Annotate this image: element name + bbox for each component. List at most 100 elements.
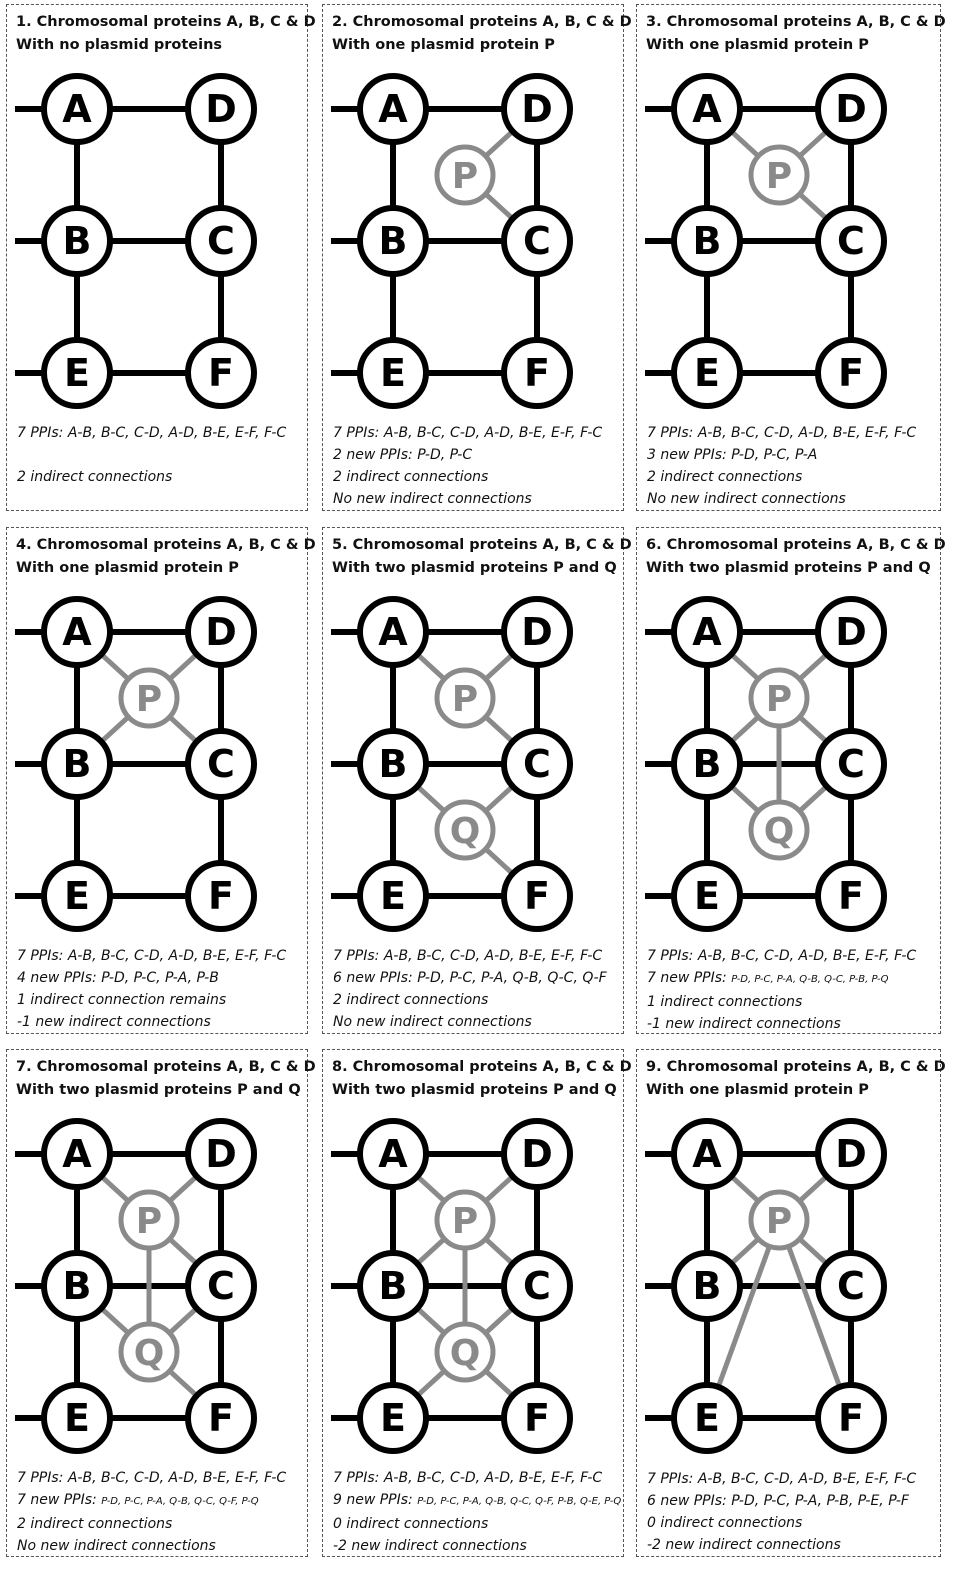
note-text: No new indirect connections bbox=[333, 1014, 532, 1030]
node-label: F bbox=[524, 351, 550, 395]
note-line: 7 PPIs: A-B, B-C, C-D, A-D, B-E, E-F, F-… bbox=[647, 1468, 916, 1490]
note-line: 7 PPIs: A-B, B-C, C-D, A-D, B-E, E-F, F-… bbox=[333, 945, 607, 967]
note-line: 1 indirect connections bbox=[647, 991, 916, 1013]
note-line: 7 PPIs: A-B, B-C, C-D, A-D, B-E, E-F, F-… bbox=[333, 422, 602, 444]
note-text: 7 PPIs: A-B, B-C, C-D, A-D, B-E, E-F, F-… bbox=[647, 1471, 917, 1487]
panel-title-line-1: 7. Chromosomal proteins A, B, C & D bbox=[16, 1059, 316, 1075]
node-B: B bbox=[41, 728, 113, 800]
node-label: C bbox=[523, 219, 551, 263]
node-label: E bbox=[694, 1396, 720, 1440]
note-small-text: P-D, P-C, P-A, Q-B, Q-C, P-B, P-Q bbox=[731, 974, 889, 985]
note-small-text: P-D, P-C, P-A, Q-B, Q-C, Q-F, P-B, Q-E, … bbox=[417, 1496, 622, 1507]
node-label: C bbox=[523, 742, 551, 786]
panel-title-line-1: 1. Chromosomal proteins A, B, C & D bbox=[16, 14, 316, 30]
node-circle bbox=[41, 337, 113, 409]
node-circle bbox=[357, 1250, 429, 1322]
note-text: No new indirect connections bbox=[17, 1538, 216, 1554]
node-circle bbox=[815, 728, 887, 800]
node-label: C bbox=[207, 219, 235, 263]
node-C: C bbox=[815, 728, 887, 800]
plasmid-node-P: P bbox=[118, 1189, 180, 1251]
node-circle bbox=[815, 596, 887, 668]
node-circle bbox=[671, 728, 743, 800]
plasmid-node-P: P bbox=[434, 1189, 496, 1251]
plasmid-node-Q: Q bbox=[434, 799, 496, 861]
node-circle bbox=[671, 860, 743, 932]
panel-title-line-2: With two plasmid proteins P and Q bbox=[646, 560, 931, 576]
node-label: D bbox=[205, 1132, 237, 1176]
note-text: 2 indirect connections bbox=[17, 469, 173, 485]
panel-title-line-1: 9. Chromosomal proteins A, B, C & D bbox=[646, 1059, 946, 1075]
panel-title-line-2: With one plasmid protein P bbox=[332, 37, 555, 53]
node-F: F bbox=[185, 337, 257, 409]
node-F: F bbox=[501, 1382, 573, 1454]
node-label: F bbox=[208, 1396, 234, 1440]
panel-notes: 7 PPIs: A-B, B-C, C-D, A-D, B-E, E-F, F-… bbox=[17, 422, 286, 488]
panel-title-line-2: With one plasmid protein P bbox=[16, 560, 239, 576]
node-label: C bbox=[837, 219, 865, 263]
node-label: A bbox=[378, 1132, 408, 1176]
node-A: A bbox=[357, 1118, 429, 1190]
note-line: No new indirect connections bbox=[333, 488, 602, 510]
plasmid-node-label: Q bbox=[450, 811, 481, 852]
node-F: F bbox=[185, 1382, 257, 1454]
node-E: E bbox=[41, 337, 113, 409]
node-label: C bbox=[837, 1264, 865, 1308]
node-label: F bbox=[838, 874, 864, 918]
node-A: A bbox=[41, 596, 113, 668]
panel-title: 9. Chromosomal proteins A, B, C & D With … bbox=[646, 1056, 946, 1102]
plasmid-node-Q: Q bbox=[434, 1321, 496, 1383]
node-circle bbox=[357, 596, 429, 668]
note-line: 7 PPIs: A-B, B-C, C-D, A-D, B-E, E-F, F-… bbox=[17, 945, 286, 967]
note-text: No new indirect connections bbox=[333, 491, 532, 507]
note-line: 7 PPIs: A-B, B-C, C-D, A-D, B-E, E-F, F-… bbox=[647, 422, 916, 444]
node-B: B bbox=[41, 1250, 113, 1322]
node-label: E bbox=[694, 351, 720, 395]
note-line: No new indirect connections bbox=[647, 488, 916, 510]
node-label: C bbox=[837, 742, 865, 786]
note-line: 2 indirect connections bbox=[333, 989, 607, 1011]
node-label: D bbox=[521, 610, 553, 654]
note-text: 7 PPIs: A-B, B-C, C-D, A-D, B-E, E-F, F-… bbox=[647, 948, 917, 964]
note-line: 7 new PPIs: P-D, P-C, P-A, Q-B, Q-C, P-B… bbox=[647, 967, 916, 991]
plasmid-node-circle bbox=[434, 799, 496, 861]
node-circle bbox=[501, 73, 573, 145]
node-circle bbox=[41, 205, 113, 277]
plasmid-node-circle bbox=[748, 1189, 810, 1251]
node-label: C bbox=[207, 742, 235, 786]
node-circle bbox=[185, 728, 257, 800]
node-F: F bbox=[185, 860, 257, 932]
node-circle bbox=[671, 205, 743, 277]
plasmid-node-label: Q bbox=[764, 811, 795, 852]
node-F: F bbox=[815, 337, 887, 409]
node-D: D bbox=[815, 73, 887, 145]
node-label: F bbox=[208, 351, 234, 395]
plasmid-node-circle bbox=[434, 1189, 496, 1251]
note-line: 7 PPIs: A-B, B-C, C-D, A-D, B-E, E-F, F-… bbox=[647, 945, 916, 967]
node-A: A bbox=[671, 596, 743, 668]
panel-title-line-2: With one plasmid protein P bbox=[646, 1082, 869, 1098]
node-circle bbox=[185, 596, 257, 668]
note-text: 7 new PPIs: bbox=[647, 970, 732, 986]
node-circle bbox=[815, 1382, 887, 1454]
node-label: F bbox=[524, 1396, 550, 1440]
node-C: C bbox=[185, 728, 257, 800]
node-circle bbox=[671, 1118, 743, 1190]
note-text: -2 new indirect connections bbox=[647, 1537, 841, 1553]
note-line: 3 new PPIs: P-D, P-C, P-A bbox=[647, 444, 916, 466]
node-circle bbox=[185, 337, 257, 409]
note-line: 7 PPIs: A-B, B-C, C-D, A-D, B-E, E-F, F-… bbox=[17, 422, 286, 444]
panel-title-line-2: With two plasmid proteins P and Q bbox=[332, 1082, 617, 1098]
panel-notes: 7 PPIs: A-B, B-C, C-D, A-D, B-E, E-F, F-… bbox=[647, 422, 916, 510]
node-C: C bbox=[501, 728, 573, 800]
panel-notes: 7 PPIs: A-B, B-C, C-D, A-D, B-E, E-F, F-… bbox=[333, 422, 602, 510]
